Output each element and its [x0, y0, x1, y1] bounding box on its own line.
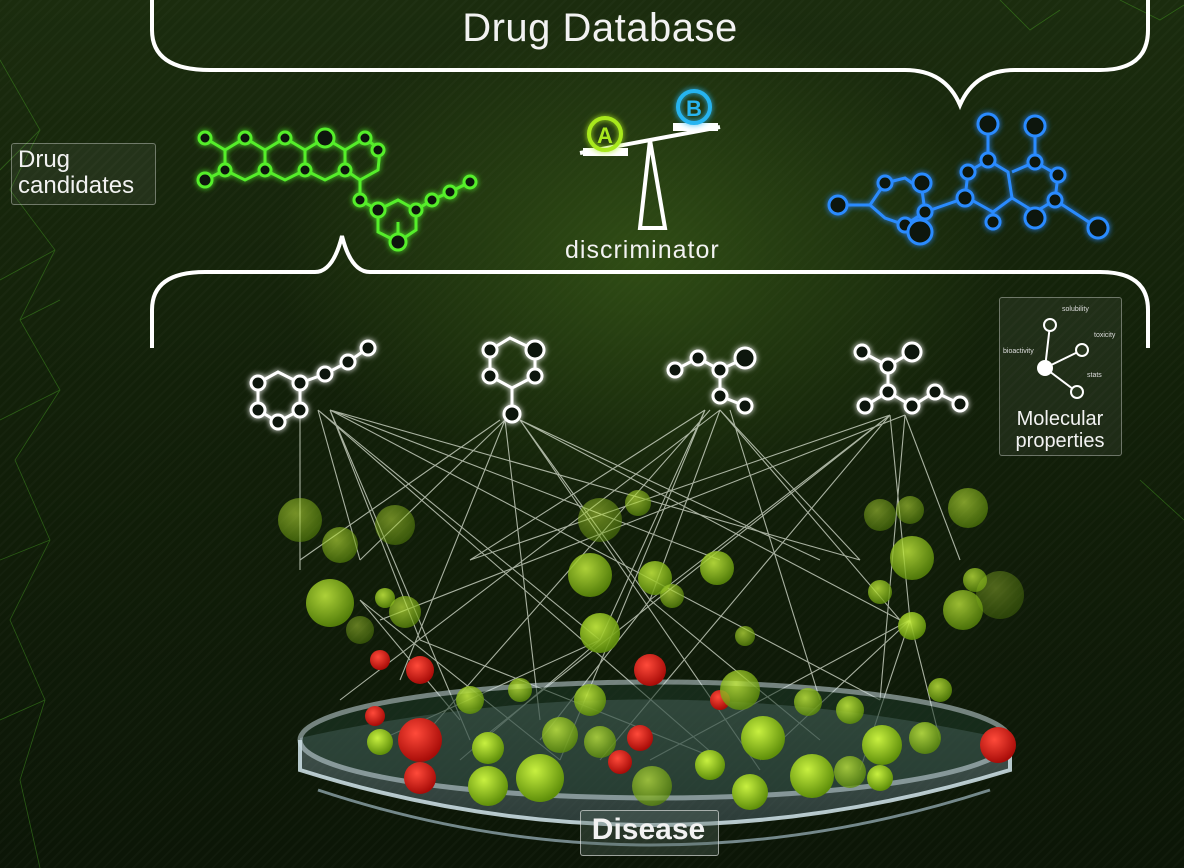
database-brace: [150, 0, 1150, 111]
candidates-brace: [150, 235, 1150, 348]
property-toxicity-label: toxicity: [1094, 332, 1116, 339]
property-tree-icon: [1037, 318, 1089, 399]
property-solubility-label: solubility: [1062, 306, 1089, 313]
drug-candidates-label: Drug candidates: [18, 146, 135, 199]
query-molecule-2: [481, 336, 546, 424]
query-molecule-3: [666, 346, 757, 415]
property-stats-label: stats: [1087, 372, 1102, 379]
query-molecule-4: [853, 341, 969, 415]
candidates-label-box: [11, 143, 156, 205]
discriminator-scale-icon: A B: [579, 89, 721, 230]
scale-b-label: B: [686, 96, 702, 121]
database-molecule-blue: [827, 112, 1110, 246]
page-title: Drug Database: [462, 6, 738, 50]
property-bioactivity-label: bioactivity: [1003, 348, 1034, 355]
molecular-properties-label: Molecular properties: [1015, 408, 1105, 452]
molecular-properties-box: [999, 297, 1122, 456]
disease-label: Disease: [591, 813, 706, 846]
disease-label-box: [580, 810, 719, 856]
scale-a-label: A: [597, 123, 613, 148]
candidate-molecule-green: [196, 127, 478, 252]
dish-cells: [365, 650, 1016, 810]
cell-bubbles: [278, 488, 1024, 653]
discriminator-label: discriminator: [565, 236, 720, 264]
query-molecule-1: [249, 339, 377, 431]
